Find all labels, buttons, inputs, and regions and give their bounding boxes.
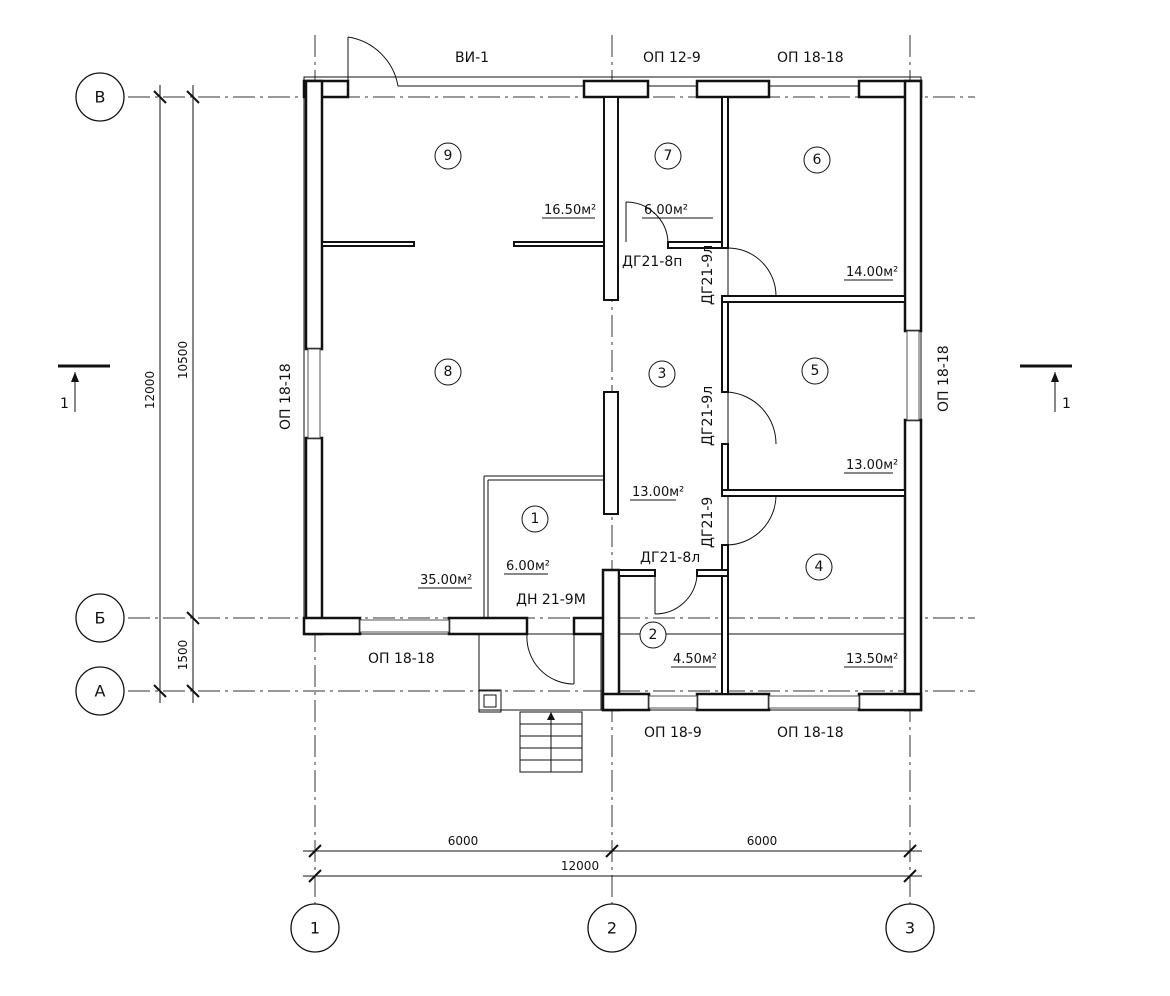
svg-text:1: 1 xyxy=(531,511,540,527)
room-2-area: 4.50м² xyxy=(671,652,717,668)
label-op-bottom-left: ОП 18-18 xyxy=(368,651,435,667)
room-9-number: 9 xyxy=(434,142,462,170)
axis-bubble-b: Б xyxy=(75,593,125,643)
room-1-number: 1 xyxy=(521,505,549,533)
svg-text:13.50м²: 13.50м² xyxy=(846,652,898,667)
dim-bottom-left: 6000 xyxy=(448,834,479,848)
svg-text:8: 8 xyxy=(444,364,453,380)
svg-text:14.00м²: 14.00м² xyxy=(846,265,898,280)
axis-bubble-1: 1 xyxy=(290,903,340,953)
svg-text:3: 3 xyxy=(905,919,915,938)
room-7-area: 6.00м² xyxy=(642,203,713,219)
exterior-walls xyxy=(302,79,923,712)
label-door-7: ДГ21-8п xyxy=(622,254,682,270)
svg-text:1: 1 xyxy=(60,396,69,412)
axis-bubble-2: 2 xyxy=(587,903,637,953)
svg-text:А: А xyxy=(95,682,106,701)
room-9-area: 16.50м² xyxy=(542,203,596,219)
room-5-area: 13.00м² xyxy=(844,458,898,474)
axis-bubble-v: В xyxy=(75,72,125,122)
room-3-number: 3 xyxy=(648,360,676,388)
room-4-area: 13.50м² xyxy=(844,652,898,668)
svg-text:В: В xyxy=(95,88,106,107)
svg-text:5: 5 xyxy=(811,363,820,379)
dim-bottom-right: 6000 xyxy=(747,834,778,848)
dim-left-total: 12000 xyxy=(143,371,157,409)
door-swings xyxy=(347,36,777,685)
label-op-right: ОП 18-18 xyxy=(936,345,952,412)
svg-text:4.50м²: 4.50м² xyxy=(673,652,717,667)
svg-text:13.00м²: 13.00м² xyxy=(632,485,684,500)
porch xyxy=(478,634,601,713)
svg-text:9: 9 xyxy=(444,148,453,164)
svg-text:2: 2 xyxy=(607,919,617,938)
svg-text:35.00м²: 35.00м² xyxy=(420,573,472,588)
label-door-6: ДГ21-9л xyxy=(700,245,716,305)
svg-text:7: 7 xyxy=(664,148,673,164)
label-door-4: ДГ21-9 xyxy=(700,497,716,548)
room-6-area: 14.00м² xyxy=(844,265,898,281)
label-op-left: ОП 18-18 xyxy=(278,363,294,430)
svg-text:4: 4 xyxy=(815,559,824,575)
label-op-18-9: ОП 18-9 xyxy=(644,725,702,741)
axis-bubble-3: 3 xyxy=(885,903,935,953)
room-3-area: 13.00м² xyxy=(630,485,684,501)
label-door-5: ДГ21-9л xyxy=(700,386,716,446)
svg-text:Б: Б xyxy=(95,609,106,628)
label-op-12-9: ОП 12-9 xyxy=(643,50,701,66)
stairs xyxy=(519,711,583,773)
room-5-number: 5 xyxy=(801,357,829,385)
left-dimensions: 12000 10500 1500 xyxy=(143,85,200,703)
axis-bubble-a: А xyxy=(75,666,125,716)
room-7-number: 7 xyxy=(654,142,682,170)
section-mark-left: 1 xyxy=(58,364,110,412)
section-mark-right: 1 xyxy=(1020,364,1072,412)
label-door-entry: ДН 21-9М xyxy=(516,592,586,608)
svg-text:3: 3 xyxy=(658,366,667,382)
svg-text:2: 2 xyxy=(649,627,658,643)
room-6-number: 6 xyxy=(803,146,831,174)
svg-text:16.50м²: 16.50м² xyxy=(544,203,596,218)
dim-left-main: 10500 xyxy=(176,341,190,379)
room-4-number: 4 xyxy=(805,553,833,581)
room-1-area: 6.00м² xyxy=(504,559,550,575)
dim-bottom-total: 12000 xyxy=(561,859,599,873)
svg-text:1: 1 xyxy=(310,919,320,938)
bottom-dimensions: 6000 6000 12000 xyxy=(303,834,922,883)
room-8-number: 8 xyxy=(434,358,462,386)
svg-text:13.00м²: 13.00м² xyxy=(846,458,898,473)
svg-text:1: 1 xyxy=(1062,396,1071,412)
label-op-18-18-top: ОП 18-18 xyxy=(777,50,844,66)
svg-text:6: 6 xyxy=(813,152,822,168)
room-2-number: 2 xyxy=(639,621,667,649)
label-vi-1: ВИ-1 xyxy=(455,50,489,66)
label-op-bottom-right: ОП 18-18 xyxy=(777,725,844,741)
svg-text:6.00м²: 6.00м² xyxy=(506,559,550,574)
interior-partitions xyxy=(321,96,906,695)
label-door-2: ДГ21-8л xyxy=(640,550,700,566)
room-8-area: 35.00м² xyxy=(418,573,472,589)
dim-left-porch: 1500 xyxy=(176,640,190,671)
svg-text:6.00м²: 6.00м² xyxy=(644,203,688,218)
